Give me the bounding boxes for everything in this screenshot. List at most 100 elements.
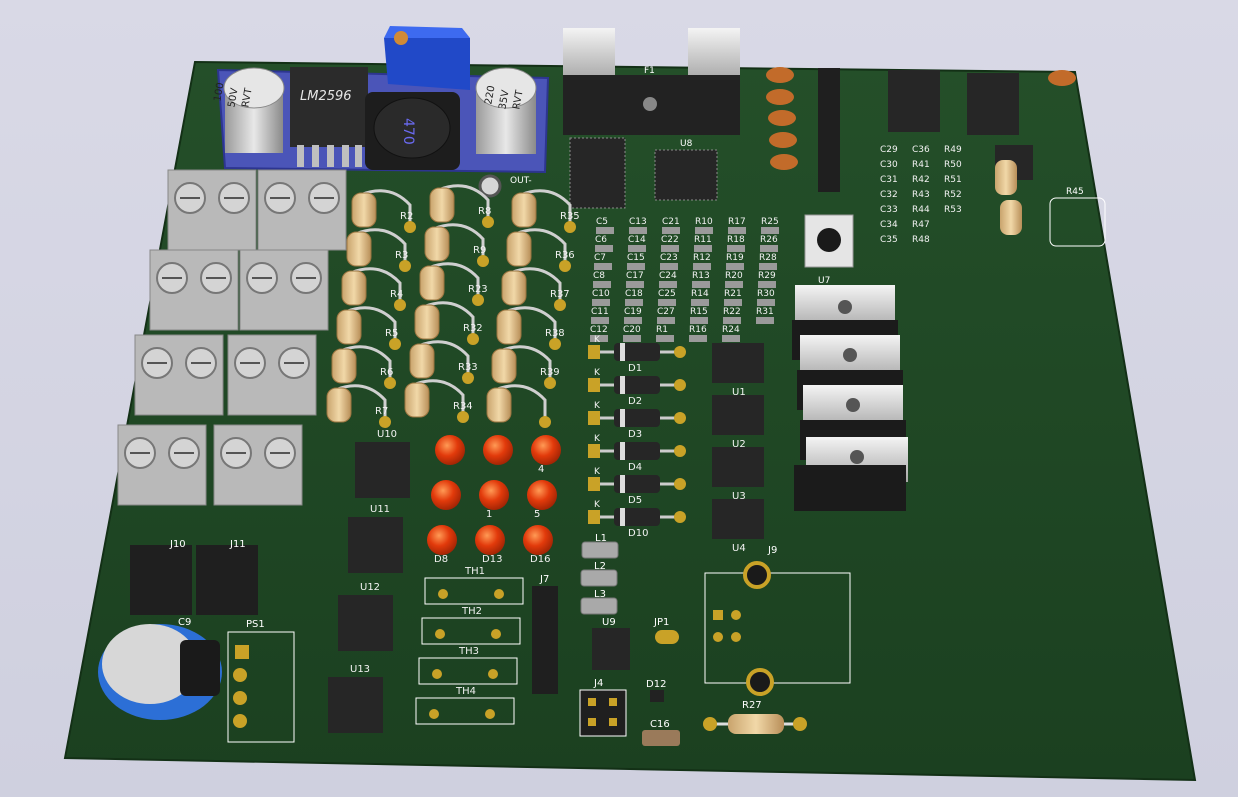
led: [523, 525, 553, 555]
smd-label-r14: R14: [691, 289, 709, 299]
label-u12: U12: [360, 582, 380, 593]
smd-part: [658, 299, 676, 306]
label-jp1: JP1: [653, 617, 669, 628]
label-k: K: [594, 467, 601, 477]
smd-part: [724, 299, 742, 306]
label-r33: R33: [458, 362, 478, 373]
resistor-body: [511, 192, 537, 228]
smd-label-r50: R50: [944, 160, 962, 170]
smd-label-c21: C21: [662, 217, 680, 227]
smd-label-r49: R49: [944, 145, 962, 155]
smd-label-r20: R20: [725, 271, 743, 281]
diode-body: [614, 409, 660, 427]
cap-left-line2: 50V: [226, 87, 240, 108]
smd-label-c23: C23: [660, 253, 678, 263]
label-d3: D3: [628, 429, 642, 440]
smd-part: [661, 245, 679, 252]
led: [483, 435, 513, 465]
smd-part: [694, 245, 712, 252]
led: [435, 435, 465, 465]
label-k: K: [594, 500, 601, 510]
smd-part: [691, 299, 709, 306]
soic-chip: [569, 137, 626, 209]
resistor-body: [486, 387, 512, 423]
smd-label-c12: C12: [590, 325, 608, 335]
jumper-jp1: JP1: [653, 617, 679, 644]
smd-label-c34: C34: [880, 220, 898, 230]
label-u11: U11: [370, 504, 390, 515]
soic-u1: [712, 343, 764, 383]
pin-header-vertical: [818, 68, 840, 192]
smd-label-r48: R48: [912, 235, 930, 245]
label-led-5: 5: [534, 509, 540, 520]
microcontroller-u8: U8: [654, 139, 718, 201]
label-k: K: [594, 368, 601, 378]
label-k: K: [594, 434, 601, 444]
smd-part: [760, 245, 778, 252]
resistor-body: [429, 187, 455, 223]
label-r4: R4: [390, 289, 403, 300]
label-r8: R8: [478, 206, 491, 217]
inductor-label: 470: [400, 118, 416, 145]
smd-label-c32: C32: [880, 190, 898, 200]
label-u4: U4: [732, 543, 746, 554]
smd-part: [725, 281, 743, 288]
label-led-d16: D16: [530, 554, 550, 565]
smd-part: [728, 227, 746, 234]
smd-label-c35: C35: [880, 235, 898, 245]
smd-label-r22: R22: [723, 307, 741, 317]
resistor-body: [501, 270, 527, 306]
label-r7: R7: [375, 406, 388, 417]
trimmer-potentiometer: [384, 26, 470, 90]
smd-label-r1: R1: [656, 325, 668, 335]
label-r9: R9: [473, 245, 486, 256]
resistor-body: [496, 309, 522, 345]
chip-u9: U9: [592, 617, 630, 670]
smd-label-c33: C33: [880, 205, 898, 215]
smd-label-r52: R52: [944, 190, 962, 200]
smd-label-c11: C11: [591, 307, 609, 317]
resistor-r45-group: R45: [995, 160, 1106, 247]
smd-part: [629, 227, 647, 234]
headers-j10-j11: J10 J11: [130, 539, 258, 615]
label-d2: D2: [628, 396, 642, 407]
lm2596-label: LM2596: [300, 89, 352, 104]
label-r39: R39: [540, 367, 560, 378]
label-r6: R6: [380, 367, 393, 378]
dip8-u12: [338, 595, 393, 651]
resistor-body: [409, 343, 435, 379]
smd-label-r13: R13: [692, 271, 710, 281]
smd-part: [660, 263, 678, 270]
smd-part: [727, 245, 745, 252]
smd-part: [758, 281, 776, 288]
smd-part: [723, 317, 741, 324]
smd-part: [592, 299, 610, 306]
resistor-array: R2R3R4R5R6R7R8R9R23R32R33R34R35R36R37R38…: [326, 184, 580, 428]
cap-left-line1: 100: [212, 82, 226, 103]
smd-label-r42: R42: [912, 175, 930, 185]
thermistor-outline: [421, 617, 521, 645]
label-r35: R35: [560, 211, 580, 222]
label-j11: J11: [229, 539, 246, 550]
smd-label-c29: C29: [880, 145, 898, 155]
smd-part: [659, 281, 677, 288]
diode-body: [614, 376, 660, 394]
label-k: K: [594, 335, 601, 345]
label-u13: U13: [350, 664, 370, 675]
resistor-body: [346, 231, 372, 267]
resistor-body: [404, 382, 430, 418]
dip8-u11: [348, 517, 403, 573]
thermistor-outline: [415, 697, 515, 725]
label-r2: R2: [400, 211, 413, 222]
lm2596-chip: [290, 67, 368, 147]
smd-part: [628, 245, 646, 252]
label-r45: R45: [1066, 187, 1084, 197]
smd-label-c20: C20: [623, 325, 641, 335]
ceramic-cap-column: [766, 67, 1076, 170]
diode-body: [614, 442, 660, 460]
label-j9: J9: [767, 545, 777, 556]
smd-label-r15: R15: [690, 307, 708, 317]
